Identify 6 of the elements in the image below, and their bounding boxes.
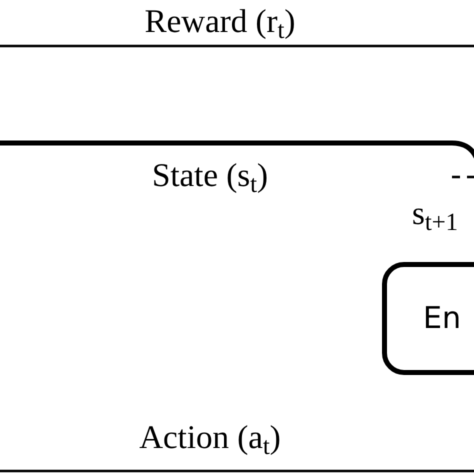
flow-label: Reward (r$_{t}$) [144,3,296,42]
process-box [382,262,474,375]
flow-label: State (s$_{t}$) [152,157,268,196]
box-label: En [423,304,461,334]
flow-label: Action (a$_{t}$) [139,419,281,458]
flow-label: s$_{t+1}$ [412,195,458,234]
